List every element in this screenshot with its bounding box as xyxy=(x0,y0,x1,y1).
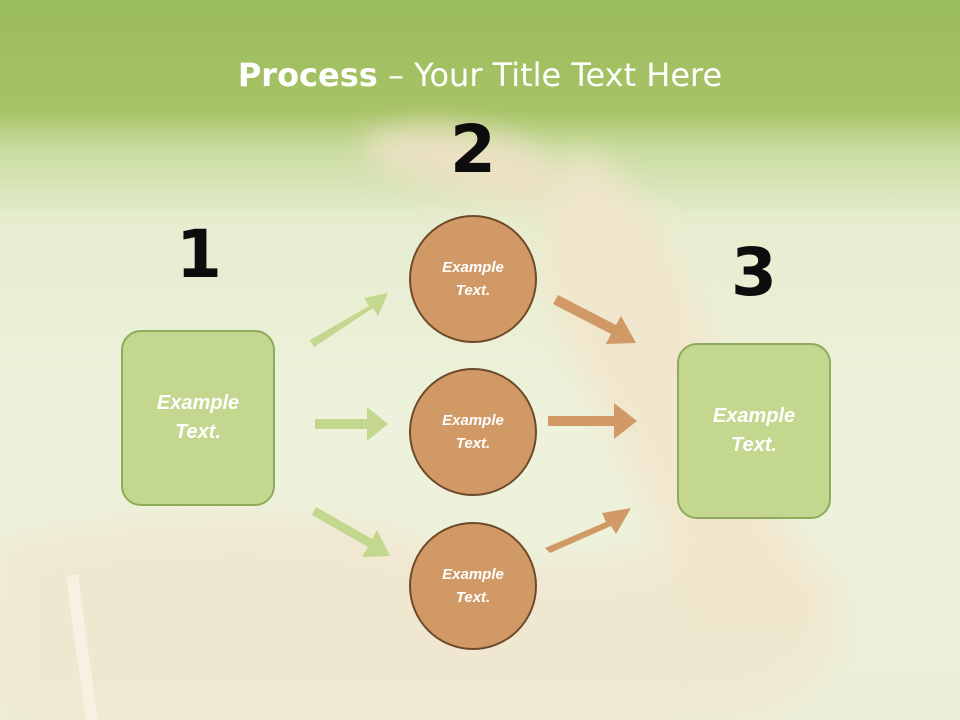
arrow-down-right-icon xyxy=(312,507,390,557)
arrow-up-right-icon xyxy=(545,508,631,553)
arrow-up-right-icon xyxy=(310,293,388,347)
green-arrows xyxy=(310,293,390,557)
arrow-right-icon xyxy=(548,403,637,439)
arrow-right-icon xyxy=(315,407,388,441)
step-circle-1: Example Text. xyxy=(409,215,537,343)
step-circle-1-label: Example Text. xyxy=(442,259,504,299)
step-circle-2: Example Text. xyxy=(409,368,537,496)
title-bold: Process xyxy=(237,56,378,94)
brown-arrows xyxy=(545,295,637,553)
step-circle-3: Example Text. xyxy=(409,522,537,650)
step-circle-3-label: Example Text. xyxy=(442,566,504,606)
step-box-3-label: Example Text. xyxy=(712,405,796,456)
step-number-1: 1 xyxy=(176,216,222,293)
step-box-1: Example Text. xyxy=(121,330,275,506)
step-circle-2-label: Example Text. xyxy=(442,412,504,452)
title-rest: – Your Title Text Here xyxy=(377,56,723,94)
arrow-down-right-icon xyxy=(553,295,636,344)
step-number-2: 2 xyxy=(450,111,496,188)
step-number-3: 3 xyxy=(731,234,777,311)
slide-title: Process – Your Title Text Here xyxy=(0,50,960,100)
step-box-1-label: Example Text. xyxy=(156,392,240,443)
step-box-3: Example Text. xyxy=(677,343,831,519)
